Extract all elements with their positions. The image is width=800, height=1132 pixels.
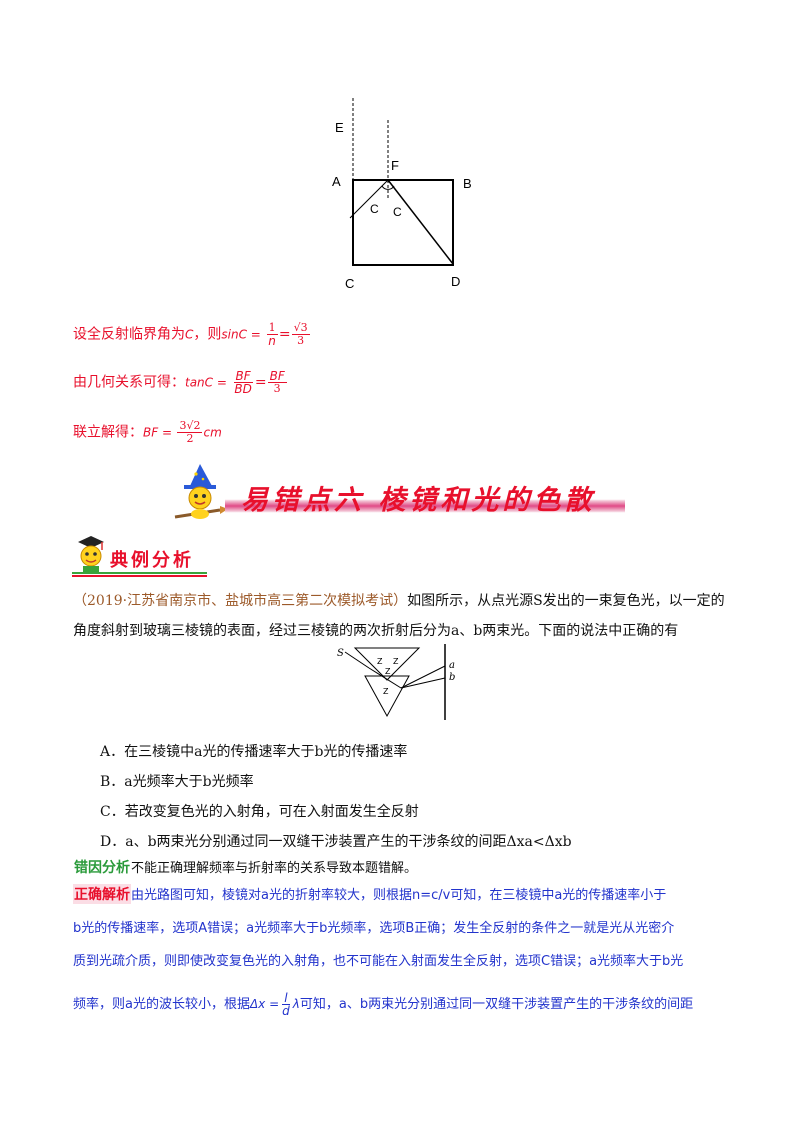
error-analysis-tag: 错因分析	[73, 857, 131, 877]
denominator: 2	[186, 432, 194, 445]
ray-a	[400, 665, 446, 689]
denominator: 3	[273, 382, 281, 395]
label-S: S	[337, 648, 344, 659]
heading-underline-red	[72, 575, 207, 577]
correct-analysis-line-3: 质到光疏介质，则即使改变复色光的入射角，也不可能在入射面发生全反射，选项C错误；…	[73, 954, 684, 969]
correct-analysis-line-1: 正确解析由光路图可知，棱镜对a光的折射率较大，则根据n=c/v可知，在三棱镜中a…	[73, 884, 666, 904]
text: 设全反射临界角为	[73, 326, 185, 343]
correct-analysis-tag: 正确解析	[73, 884, 131, 904]
label-A: A	[332, 174, 341, 189]
option-a: A．在三棱镜中a光的传播速率大于b光的传播速率	[100, 744, 408, 760]
numerator: 3√2	[177, 419, 203, 433]
angle-arc	[381, 185, 395, 190]
numerator: 1	[266, 321, 278, 335]
text: 联立解得：	[73, 424, 143, 441]
formula-lhs: sinC =	[221, 327, 261, 342]
label-B: B	[463, 176, 472, 191]
svg-text:Z: Z	[383, 687, 389, 696]
example-heading: 典例分析	[110, 550, 194, 571]
label-F: F	[391, 158, 399, 173]
text: 由几何关系可得：	[73, 374, 185, 391]
label-a: a	[449, 660, 455, 671]
ray-to-D	[387, 179, 454, 265]
denominator: d	[282, 1004, 290, 1018]
problem-line-2: 角度斜射到玻璃三棱镜的表面，经过三棱镜的两次折射后分为a、b两束光。下面的说法中…	[73, 623, 679, 639]
error-analysis: 错因分析不能正确理解频率与折射率的关系导致本题错解。	[73, 857, 417, 877]
denominator: BD	[234, 382, 252, 396]
scholar-mascot-icon	[78, 536, 104, 574]
numerator: BF	[233, 369, 253, 383]
equals: =	[254, 374, 267, 391]
ray-b	[400, 677, 446, 689]
ray-to-left	[349, 179, 389, 219]
prism-figure: Z Z Z Z S a b	[337, 644, 455, 720]
label-E: E	[335, 120, 344, 135]
formula-lhs: tanC =	[185, 375, 227, 390]
prism-bottom	[364, 675, 410, 718]
rectangle-ABCD	[352, 179, 454, 266]
label-angle-C2: C	[393, 205, 402, 219]
label-C-corner: C	[345, 276, 354, 291]
label-D: D	[451, 274, 460, 289]
unit: cm	[203, 425, 222, 440]
heading-underline-green	[72, 572, 207, 574]
problem-text: 如图所示，从点光源S发出的一束复色光，以一定的	[407, 593, 725, 609]
error-analysis-text: 不能正确理解频率与折射率的关系导致本题错解。	[131, 861, 418, 876]
numerator: BF	[267, 369, 287, 383]
denominator: 3	[297, 334, 305, 347]
svg-text:Z: Z	[393, 657, 399, 666]
text: ，则	[193, 326, 222, 343]
section-title-banner: 易错点六 棱镜和光的色散	[225, 476, 625, 516]
correct-analysis-line-2: b光的传播速率，选项A错误；a光频率大于b光频率，选项B正确；发生全反射的条件之…	[73, 921, 675, 936]
formula-lhs: BF =	[143, 425, 173, 440]
wizard-mascot-icon	[174, 464, 228, 519]
numerator: √3	[291, 321, 310, 335]
var: C	[185, 327, 194, 342]
option-c: C．若改变复色光的入射角，可在入射面发生全反射	[100, 804, 419, 820]
incident-ray	[344, 651, 370, 669]
svg-text:Z: Z	[377, 657, 383, 666]
text: 由光路图可知，棱镜对a光的折射率较大，则根据n=c/v可知，在三棱镜中a光的传播…	[131, 888, 667, 903]
denominator: n	[268, 334, 276, 348]
section-title: 易错点六 棱镜和光的色散	[241, 485, 596, 516]
option-d: D．a、b两束光分别通过同一双缝干涉装置产生的干涉条纹的间距Δxa<Δxb	[100, 834, 572, 850]
label-b: b	[449, 672, 455, 683]
equals: =	[278, 326, 291, 343]
label-angle-C1: C	[370, 202, 379, 216]
text: 可知，a、b两束光分别通过同一双缝干涉装置产生的干涉条纹的间距	[299, 997, 694, 1012]
geometry-figure: E F A B C D C C	[332, 98, 472, 291]
problem-source: （2019·江苏省南京市、盐城市高三第二次模拟考试）	[73, 593, 408, 609]
numerator: l	[282, 991, 290, 1005]
problem-line-1: （2019·江苏省南京市、盐城市高三第二次模拟考试）如图所示，从点光源S发出的一…	[73, 590, 725, 610]
svg-text:Z: Z	[385, 667, 391, 676]
formula-rhs: λ	[292, 997, 300, 1011]
prism-top	[353, 647, 421, 681]
formula-lhs: Δx =	[249, 997, 280, 1011]
option-b: B．a光频率大于b光频率	[100, 774, 254, 790]
text: 频率，则a光的波长较小，根据	[73, 997, 250, 1012]
